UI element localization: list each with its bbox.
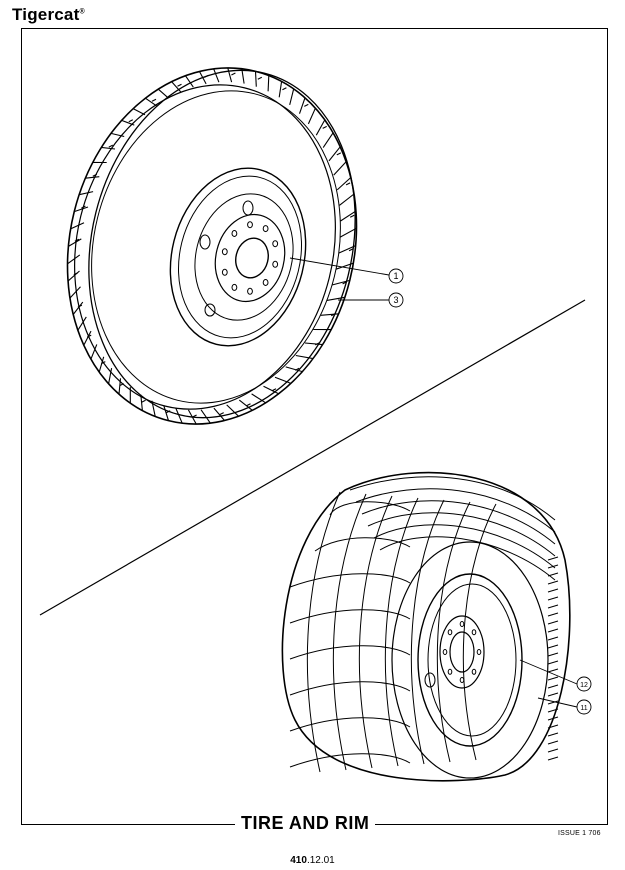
lower-tire <box>281 471 571 782</box>
divider-line <box>39 299 586 616</box>
callout-1-circle <box>388 268 404 284</box>
callout-1: 1 <box>393 271 398 281</box>
issue-number: ISSUE 1 706 <box>558 830 601 837</box>
callout-3-circle <box>388 292 404 308</box>
callout-11-circle <box>576 699 592 715</box>
callout-11: 11 <box>580 705 587 712</box>
callout-12: 12 <box>580 682 588 689</box>
page-number-rest: .12.01 <box>306 855 335 866</box>
upper-tire <box>66 67 358 425</box>
callout-3: 3 <box>393 295 398 305</box>
callouts <box>289 257 592 715</box>
brand-logo: Tigercat® <box>12 5 85 25</box>
page-number: 410.12.01 <box>0 855 625 866</box>
registered-mark: ® <box>79 8 85 16</box>
page-title: TIRE AND RIM <box>235 813 376 834</box>
page-number-bold: 410 <box>290 855 307 866</box>
brand-name: Tigercat <box>12 5 80 24</box>
callout-12-circle <box>576 676 592 692</box>
